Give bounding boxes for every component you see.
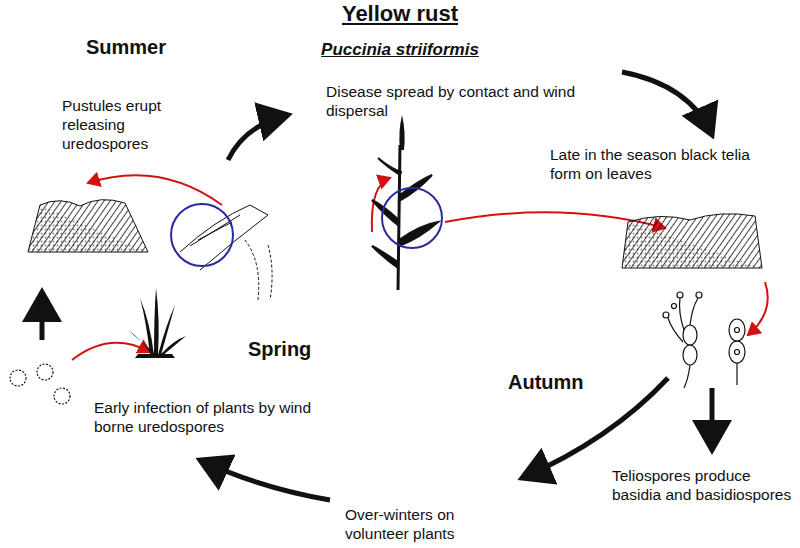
cycle-arrows	[42, 72, 712, 500]
stage-arrows	[72, 175, 768, 360]
stage-note: Over-winters on volunteer plants	[345, 505, 505, 543]
season-label: Autumn	[508, 373, 628, 392]
stage-note: Pustules erupt releasing uredospores	[62, 96, 194, 153]
stage-note: Late in the season black telia form on l…	[550, 145, 785, 183]
infected-leaf-left	[28, 200, 148, 252]
stage-note: Disease spread by contact and wind dispe…	[326, 82, 616, 120]
seedling	[128, 288, 186, 358]
stage-note: Early infection of plants by wind borne …	[94, 398, 354, 436]
diagram-title: Yellow rust	[250, 4, 550, 23]
season-label: Summer	[86, 38, 206, 57]
telia-leaf-right	[622, 214, 762, 268]
leaf-closeup	[171, 204, 272, 300]
teliospores	[663, 292, 745, 388]
stage-note: Teliospores produce basidia and basidios…	[612, 466, 792, 504]
uredospores	[10, 364, 70, 404]
season-label: Spring	[248, 340, 368, 359]
subtitle: Puccinia striiformis	[250, 40, 550, 59]
wheat-plant	[372, 115, 442, 290]
